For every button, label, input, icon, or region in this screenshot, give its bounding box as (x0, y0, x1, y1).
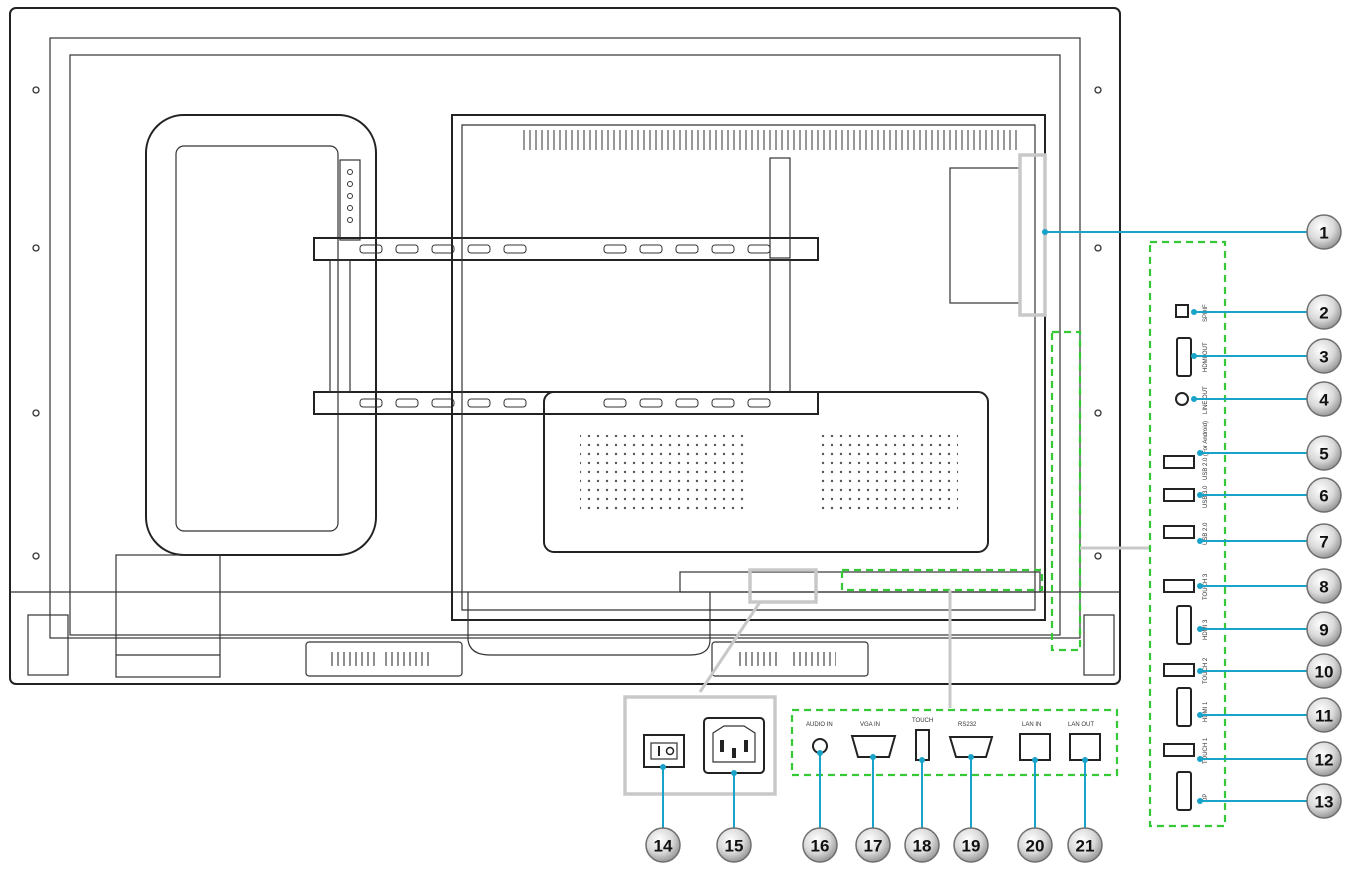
speaker-grilles (305, 641, 869, 677)
svg-text:17: 17 (864, 837, 883, 856)
touch1-port-icon (1163, 743, 1195, 757)
callout-12: 12 (1306, 741, 1342, 777)
callout-16: 16 (802, 827, 838, 863)
svg-text:2: 2 (1319, 304, 1328, 323)
bottom-port-label: LAN OUT (1068, 722, 1094, 728)
leader-lines (660, 229, 1308, 828)
touch3-port-icon (1163, 579, 1195, 593)
hdmi1-port-icon (1176, 687, 1192, 727)
svg-text:13: 13 (1315, 793, 1334, 812)
power-panel (623, 695, 777, 796)
callout-14: 14 (645, 827, 681, 863)
line-out-port-icon (1175, 392, 1189, 406)
vga-in-port-icon (850, 735, 897, 758)
callout-10: 10 (1306, 653, 1342, 689)
display-housing (9, 7, 1121, 685)
usb-android-port-icon (1163, 455, 1195, 469)
svg-text:1: 1 (1319, 224, 1328, 243)
callout-15: 15 (716, 827, 752, 863)
svg-text:15: 15 (725, 837, 744, 856)
bottom-port-label: RS232 (958, 722, 977, 728)
bottom-port-label: VGA IN (860, 722, 880, 728)
mount-plate (115, 554, 221, 678)
callout-1: 1 (1306, 214, 1342, 250)
callout-13: 13 (1306, 783, 1342, 819)
svg-text:3: 3 (1319, 348, 1328, 367)
side-port-label: USB 2.0 (1203, 522, 1209, 545)
bottom-port-panel: AUDIO IN VGA IN TOUCH RS232 LAN IN LAN O… (790, 708, 1119, 777)
svg-text:19: 19 (962, 837, 981, 856)
svg-text:21: 21 (1076, 837, 1095, 856)
touch-port-icon (915, 729, 930, 761)
callout-8: 8 (1306, 568, 1342, 604)
callout-11: 11 (1306, 697, 1342, 733)
callout-7: 7 (1306, 523, 1342, 559)
dp-port-icon (1176, 771, 1192, 811)
svg-text:14: 14 (654, 837, 673, 856)
svg-text:7: 7 (1319, 533, 1328, 552)
side-port-label: USB 2.0 (For Android) (1203, 421, 1209, 480)
lan-in-port-icon (1019, 733, 1051, 761)
svg-text:16: 16 (811, 837, 830, 856)
hdmi3-port-icon (1176, 605, 1192, 645)
svg-text:8: 8 (1319, 578, 1328, 597)
side-port-label: HDMI OUT (1203, 342, 1209, 372)
left-handle-panel (145, 114, 377, 556)
wall-mount-bracket (313, 237, 819, 415)
usb3-port-icon (1163, 488, 1195, 502)
callout-5: 5 (1306, 435, 1342, 471)
lan-out-port-icon (1069, 733, 1101, 761)
callout-2: 2 (1306, 294, 1342, 330)
svg-text:10: 10 (1315, 663, 1334, 682)
svg-text:9: 9 (1319, 621, 1328, 640)
spdif-port-icon (1175, 304, 1189, 318)
callout-19: 19 (953, 827, 989, 863)
svg-text:5: 5 (1319, 445, 1328, 464)
svg-text:18: 18 (913, 837, 932, 856)
usb2-port-icon (1163, 525, 1195, 539)
callout-3: 3 (1306, 338, 1342, 374)
side-port-strip-highlight (1050, 330, 1082, 652)
slot-highlight-1 (1018, 153, 1047, 317)
svg-text:11: 11 (1315, 707, 1333, 726)
bottom-port-label: AUDIO IN (806, 722, 833, 728)
svg-text:6: 6 (1319, 487, 1328, 506)
power-switch-icon (643, 734, 685, 768)
callout-17: 17 (855, 827, 891, 863)
side-port-label: HDMI 1 (1203, 701, 1209, 722)
callout-6: 6 (1306, 477, 1342, 513)
callout-21: 21 (1067, 827, 1103, 863)
side-port-label: TOUCH 1 (1203, 737, 1209, 764)
bottom-port-strip-highlight (840, 568, 1044, 592)
svg-text:20: 20 (1026, 837, 1045, 856)
ac-inlet-icon (703, 717, 765, 774)
electronics-cover (451, 114, 1046, 656)
touch2-port-icon (1163, 663, 1195, 677)
bottom-port-label: LAN IN (1022, 722, 1041, 728)
callout-9: 9 (1306, 611, 1342, 647)
hdmi-out-port-icon (1176, 337, 1192, 377)
callout-20: 20 (1017, 827, 1053, 863)
callout-18: 18 (904, 827, 940, 863)
callout-4: 4 (1306, 381, 1342, 417)
svg-text:4: 4 (1319, 391, 1329, 410)
rs232-port-icon (948, 736, 994, 758)
svg-text:12: 12 (1315, 751, 1334, 770)
bottom-port-label: TOUCH (912, 718, 933, 724)
side-port-label: USB 3.0 (1203, 485, 1209, 508)
side-port-label: DP (1203, 794, 1209, 802)
side-port-panel: SPDIF HDMI OUT LINE OUT USB 2.0 (For And… (1148, 240, 1227, 828)
power-area-highlight (748, 568, 818, 604)
